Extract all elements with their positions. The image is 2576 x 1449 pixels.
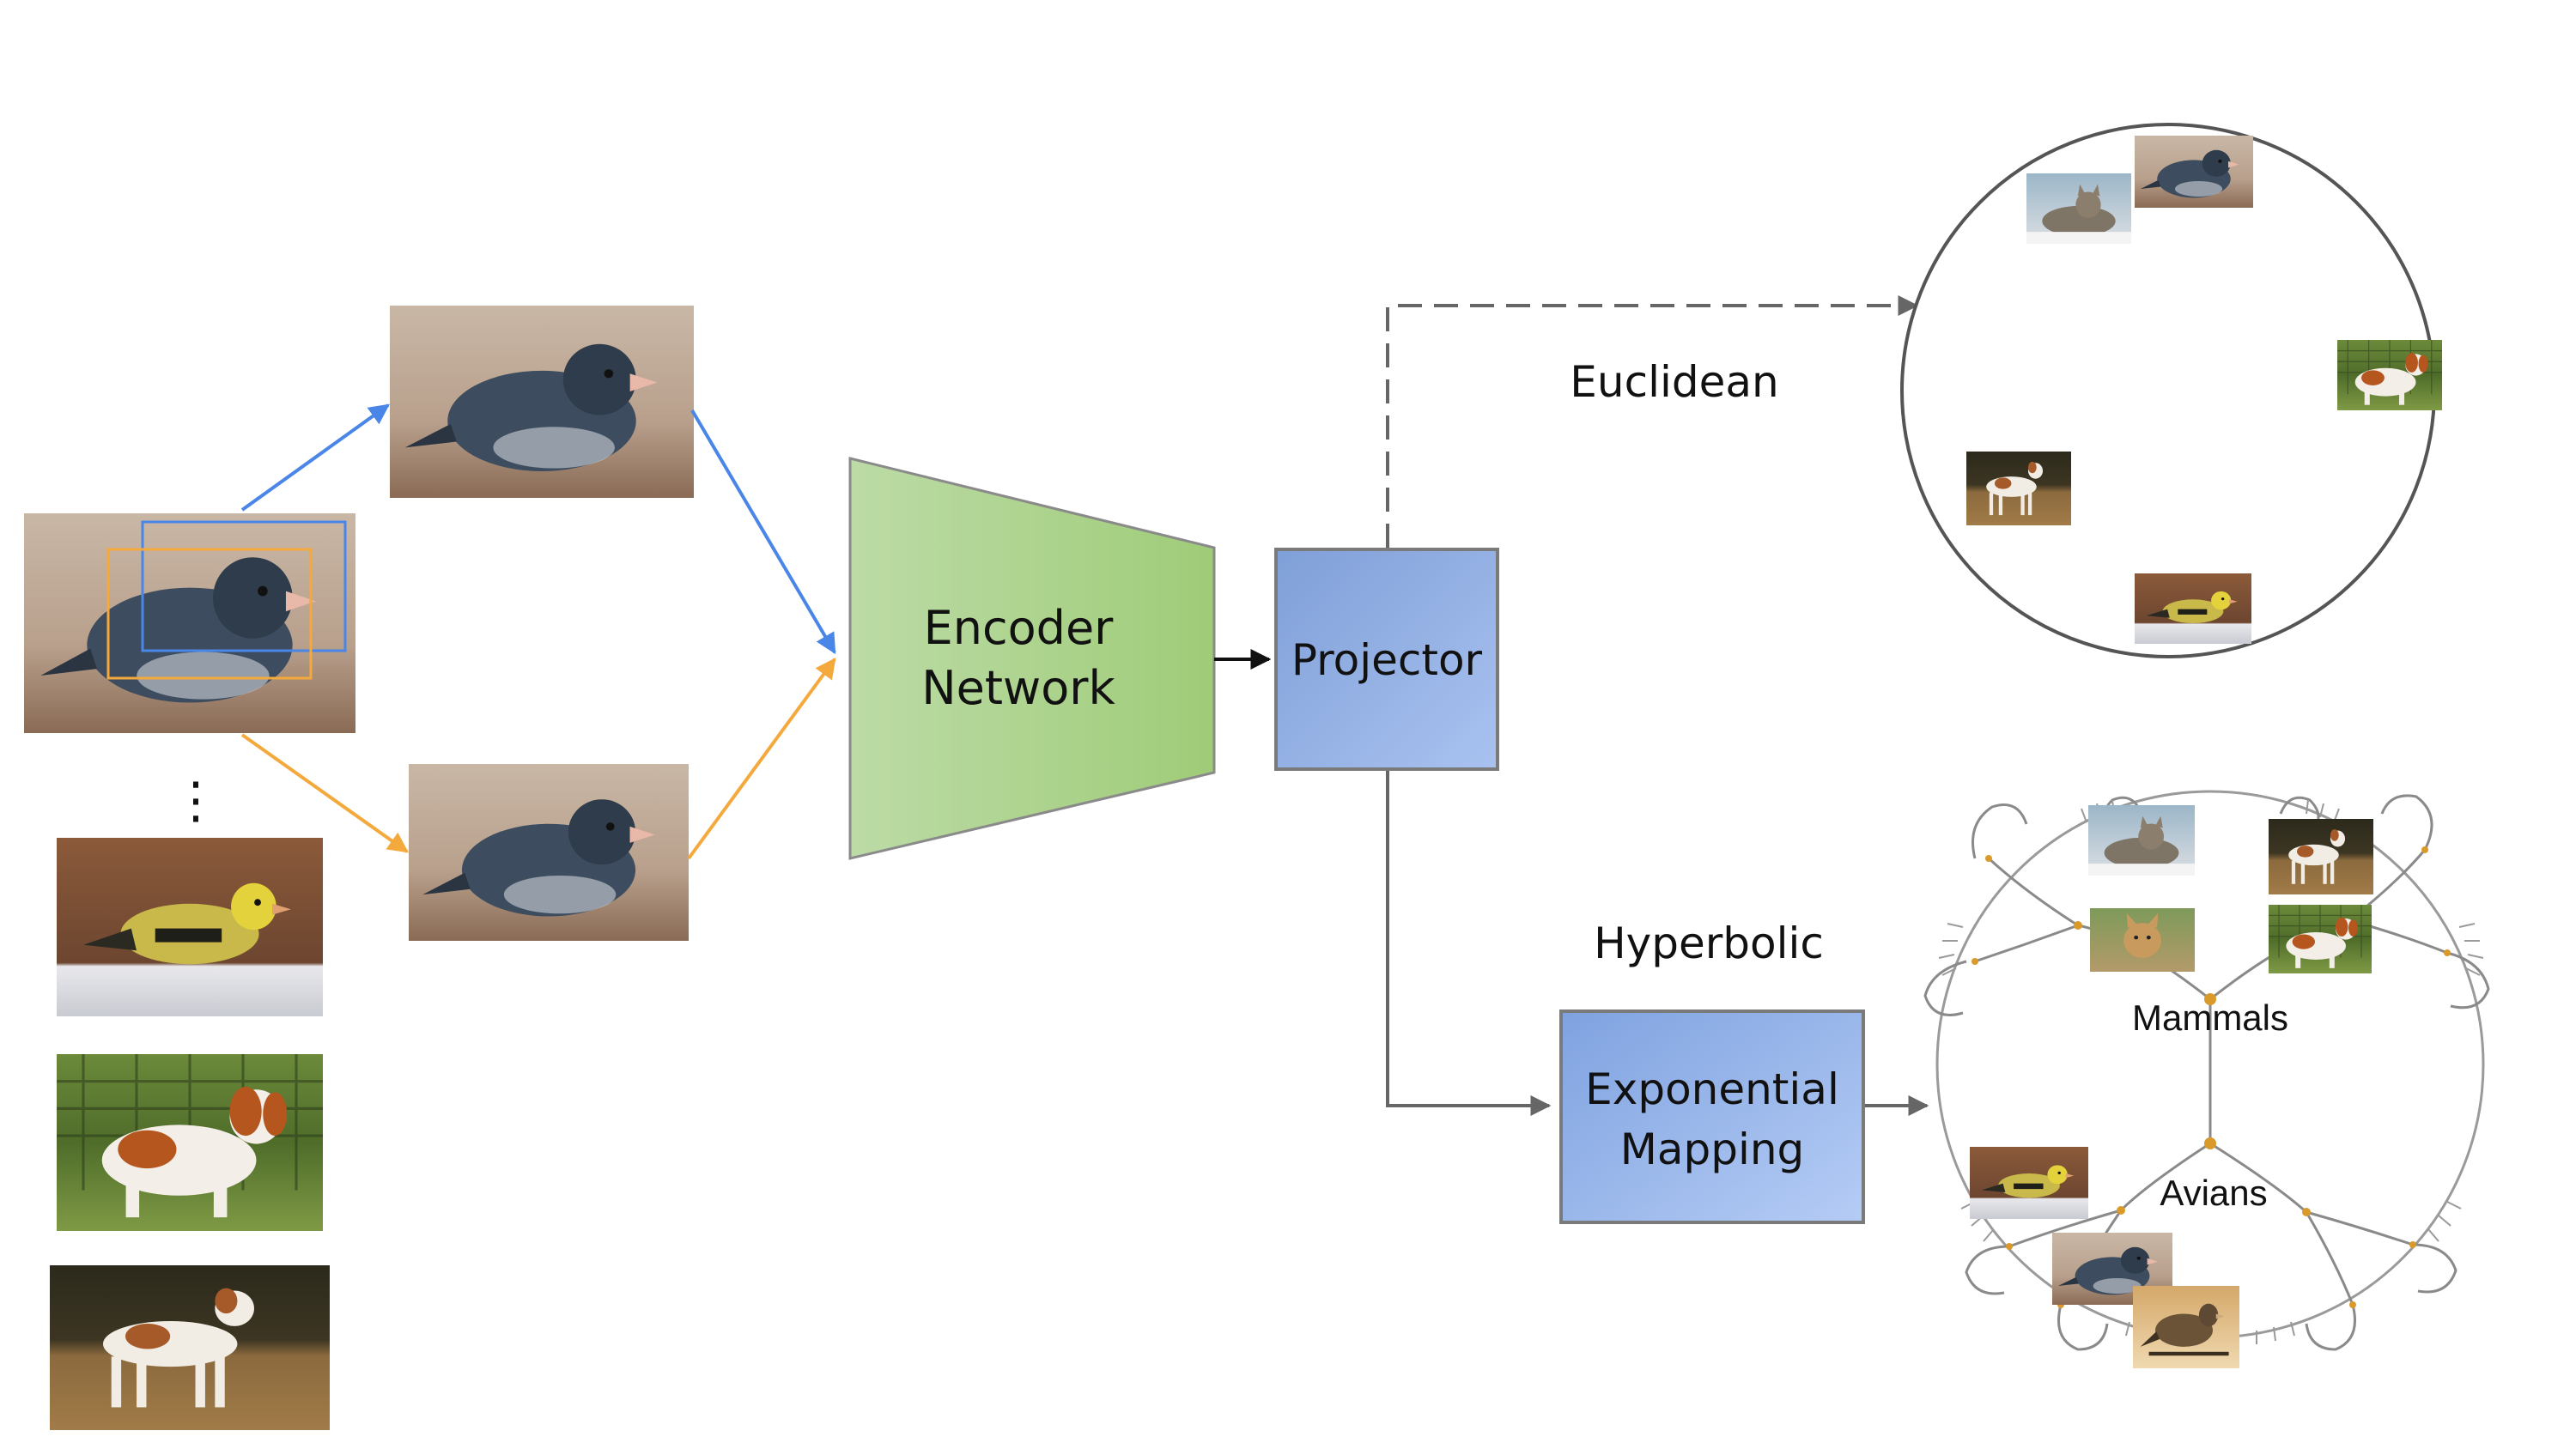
input-image-spaniel <box>57 1054 323 1231</box>
view-crop-box-blue <box>141 520 347 652</box>
hyp-thumb-goldfinch <box>1970 1147 2088 1219</box>
euc-thumb-junco <box>2135 136 2253 208</box>
hyperbolic-embedding-ball <box>1923 790 2490 1368</box>
arrow-view1-to-encoder <box>690 409 836 655</box>
augmented-view-1 <box>390 306 694 498</box>
input-image-terrier <box>50 1265 330 1430</box>
avians-label: Avians <box>2160 1173 2267 1213</box>
projector-label: Projector <box>1291 635 1483 685</box>
input-image-junco <box>24 513 355 733</box>
arrow-input-to-view1 <box>240 403 390 512</box>
view-crop-box-orange <box>106 548 313 680</box>
hyp-thumb-lynx <box>2090 908 2195 972</box>
euclidean-label: Euclidean <box>1570 357 1778 407</box>
euc-thumb-spaniel <box>2337 340 2442 410</box>
input-image-goldfinch <box>57 838 323 1016</box>
hyp-thumb-terrier <box>2269 819 2373 894</box>
arrow-projector-to-euclidean <box>1386 295 1919 548</box>
tree-nodes <box>1971 846 2451 1308</box>
hyp-thumb-spaniel <box>2269 905 2372 973</box>
more-images-ellipsis: ⋮ <box>171 771 221 829</box>
hyp-thumb-cat <box>2088 805 2195 876</box>
euc-thumb-goldfinch <box>2135 573 2251 644</box>
encoder-label-line1: Encoder <box>924 601 1115 655</box>
arrow-input-to-view2 <box>240 733 409 853</box>
euc-thumb-terrier <box>1966 452 2071 525</box>
augmented-view-2 <box>409 764 689 941</box>
encoder-network-block <box>848 457 1216 860</box>
arrow-projector-to-expmap <box>1386 771 1552 1116</box>
projector-block <box>1274 548 1499 771</box>
mammals-label: Mammals <box>2132 997 2288 1038</box>
encoder-label-line2: Network <box>921 661 1115 715</box>
hyp-thumb-sparrow <box>2133 1286 2239 1368</box>
arrow-view2-to-encoder <box>687 658 836 860</box>
expmap-label-line2: Mapping <box>1620 1125 1805 1174</box>
expmap-label-line1: Exponential <box>1585 1064 1839 1114</box>
euc-thumb-cat <box>2026 173 2131 244</box>
exponential-mapping-block <box>1559 1009 1865 1224</box>
hyperbolic-label: Hyperbolic <box>1594 919 1824 968</box>
